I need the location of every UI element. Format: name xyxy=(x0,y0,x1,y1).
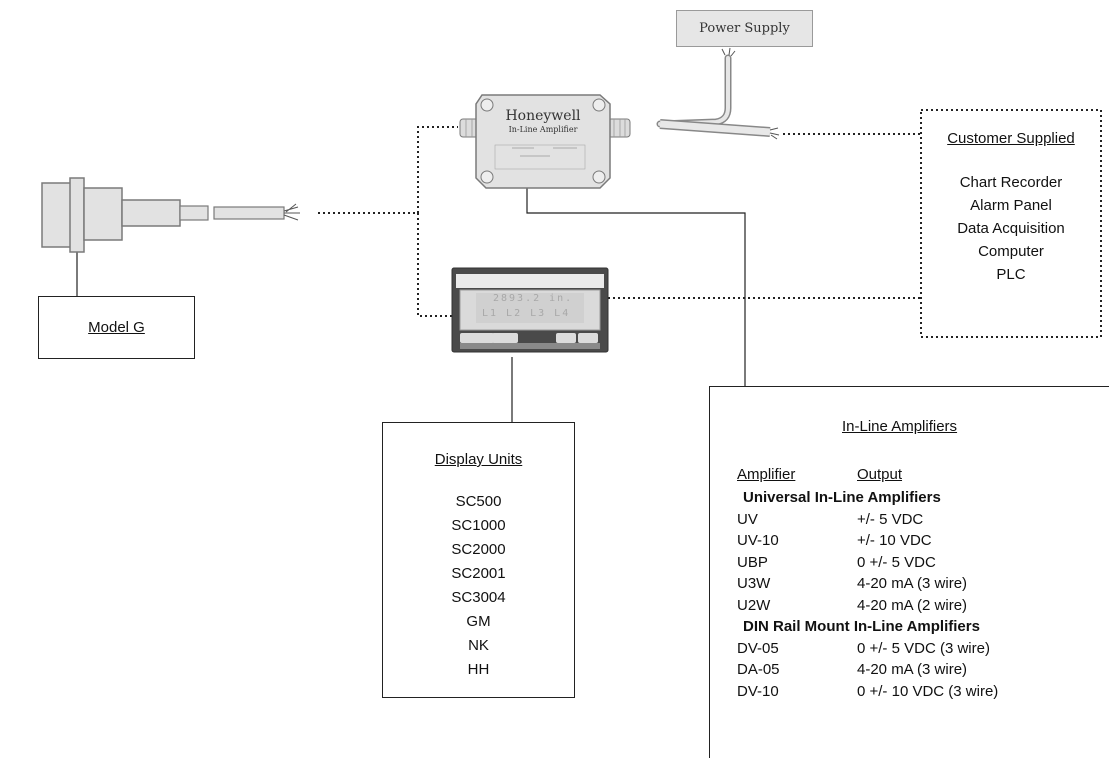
customer-item: Chart Recorder xyxy=(959,174,1063,191)
display-unit-item: HH xyxy=(467,661,490,678)
power-supply-box: Power Supply xyxy=(676,10,813,47)
display-units-box: Display Units SC500 SC1000 SC2000 SC2001… xyxy=(382,422,575,698)
customer-supplied-border xyxy=(920,109,1102,338)
output-cell: +/- 5 VDC xyxy=(857,510,924,528)
customer-item: PLC xyxy=(996,266,1026,283)
amplifier-cell: DA-05 xyxy=(737,661,780,678)
display-channels: L1 L2 L3 L4 xyxy=(482,308,571,319)
amplifier-cell: UV-10 xyxy=(737,532,779,549)
display-unit-device xyxy=(451,267,609,353)
amplifier-cell: U3W xyxy=(737,575,771,592)
table-row: UV-10 +/- 10 VDC xyxy=(737,530,1107,552)
display-unit-item: SC3004 xyxy=(451,589,506,606)
solid-connections xyxy=(76,188,746,422)
output-cell: +/- 10 VDC xyxy=(857,532,932,549)
amplifier-device-model: In-Line Amplifier xyxy=(508,125,578,134)
model-g-sensor xyxy=(41,177,300,253)
amplifier-cell: UV xyxy=(737,510,758,528)
inline-amplifiers-title: In-Line Amplifiers xyxy=(842,418,958,435)
display-reading: 2893.2 in. xyxy=(493,293,574,304)
output-cell: 0 +/- 5 VDC (3 wire) xyxy=(857,639,990,657)
table-row: U3W 4-20 mA (3 wire) xyxy=(737,573,1107,595)
amplifier-column-header: Amplifier xyxy=(737,466,796,483)
display-unit-item: SC2001 xyxy=(451,565,506,582)
sensor-to-amplifier-line xyxy=(318,126,458,214)
model-g-box: Model G xyxy=(38,296,195,359)
table-row: UBP 0 +/- 5 VDC xyxy=(737,552,1107,574)
output-column-header: Output xyxy=(857,466,903,483)
customer-supplied-title: Customer Supplied xyxy=(947,130,1075,147)
model-g-label: Model G xyxy=(88,319,145,336)
inline-amplifier-device xyxy=(459,94,631,189)
power-supply-label: Power Supply xyxy=(699,21,790,36)
table-row: DA-05 4-20 mA (3 wire) xyxy=(737,659,1107,681)
display-unit-item: GM xyxy=(466,613,491,630)
power-cable xyxy=(656,47,780,140)
display-unit-item: SC2000 xyxy=(451,541,506,558)
customer-item: Computer xyxy=(978,243,1044,260)
table-row: DV-10 0 +/- 10 VDC (3 wire) xyxy=(737,681,1107,703)
inline-amplifiers-panel: In-Line Amplifiers Amplifier Output Univ… xyxy=(709,386,1109,758)
sensor-to-display-line xyxy=(417,213,452,317)
display-units-title: Display Units xyxy=(434,451,523,468)
table-row: DV-05 0 +/- 5 VDC (3 wire) xyxy=(737,638,1107,660)
display-unit-item: NK xyxy=(468,637,489,654)
amplifier-cell: U2W xyxy=(737,596,771,614)
display-unit-item: SC500 xyxy=(455,493,502,510)
table-row: U2W 4-20 mA (2 wire) xyxy=(737,595,1107,617)
amplifier-group-heading: DIN Rail Mount In-Line Amplifiers xyxy=(743,618,980,635)
amplifier-cell: DV-10 xyxy=(737,682,779,700)
table-row: UV +/- 5 VDC xyxy=(737,509,1107,531)
output-cell: 4-20 mA (2 wire) xyxy=(857,596,968,614)
customer-supplied-panel: Customer Supplied Chart Recorder Alarm P… xyxy=(921,127,1101,286)
display-unit-item: SC1000 xyxy=(451,517,506,534)
amplifier-table: Universal In-Line Amplifiers UV +/- 5 VD… xyxy=(737,487,1107,702)
amplifier-cell: DV-05 xyxy=(737,639,779,657)
dotted-connections xyxy=(318,109,1102,338)
amplifier-cell: UBP xyxy=(737,553,768,571)
output-cell: 4-20 mA (3 wire) xyxy=(857,661,968,678)
amplifier-to-panel-line xyxy=(526,188,746,386)
amplifier-device-label: Honeywell In-Line Amplifier xyxy=(483,108,603,134)
output-cell: 4-20 mA (3 wire) xyxy=(857,575,968,592)
amplifier-group-heading: Universal In-Line Amplifiers xyxy=(743,489,941,506)
customer-item: Data Acquisition xyxy=(957,220,1065,237)
output-cell: 0 +/- 10 VDC (3 wire) xyxy=(857,682,999,700)
customer-item: Alarm Panel xyxy=(970,197,1052,214)
output-cell: 0 +/- 5 VDC xyxy=(857,553,936,571)
honeywell-brand: Honeywell xyxy=(505,108,581,124)
